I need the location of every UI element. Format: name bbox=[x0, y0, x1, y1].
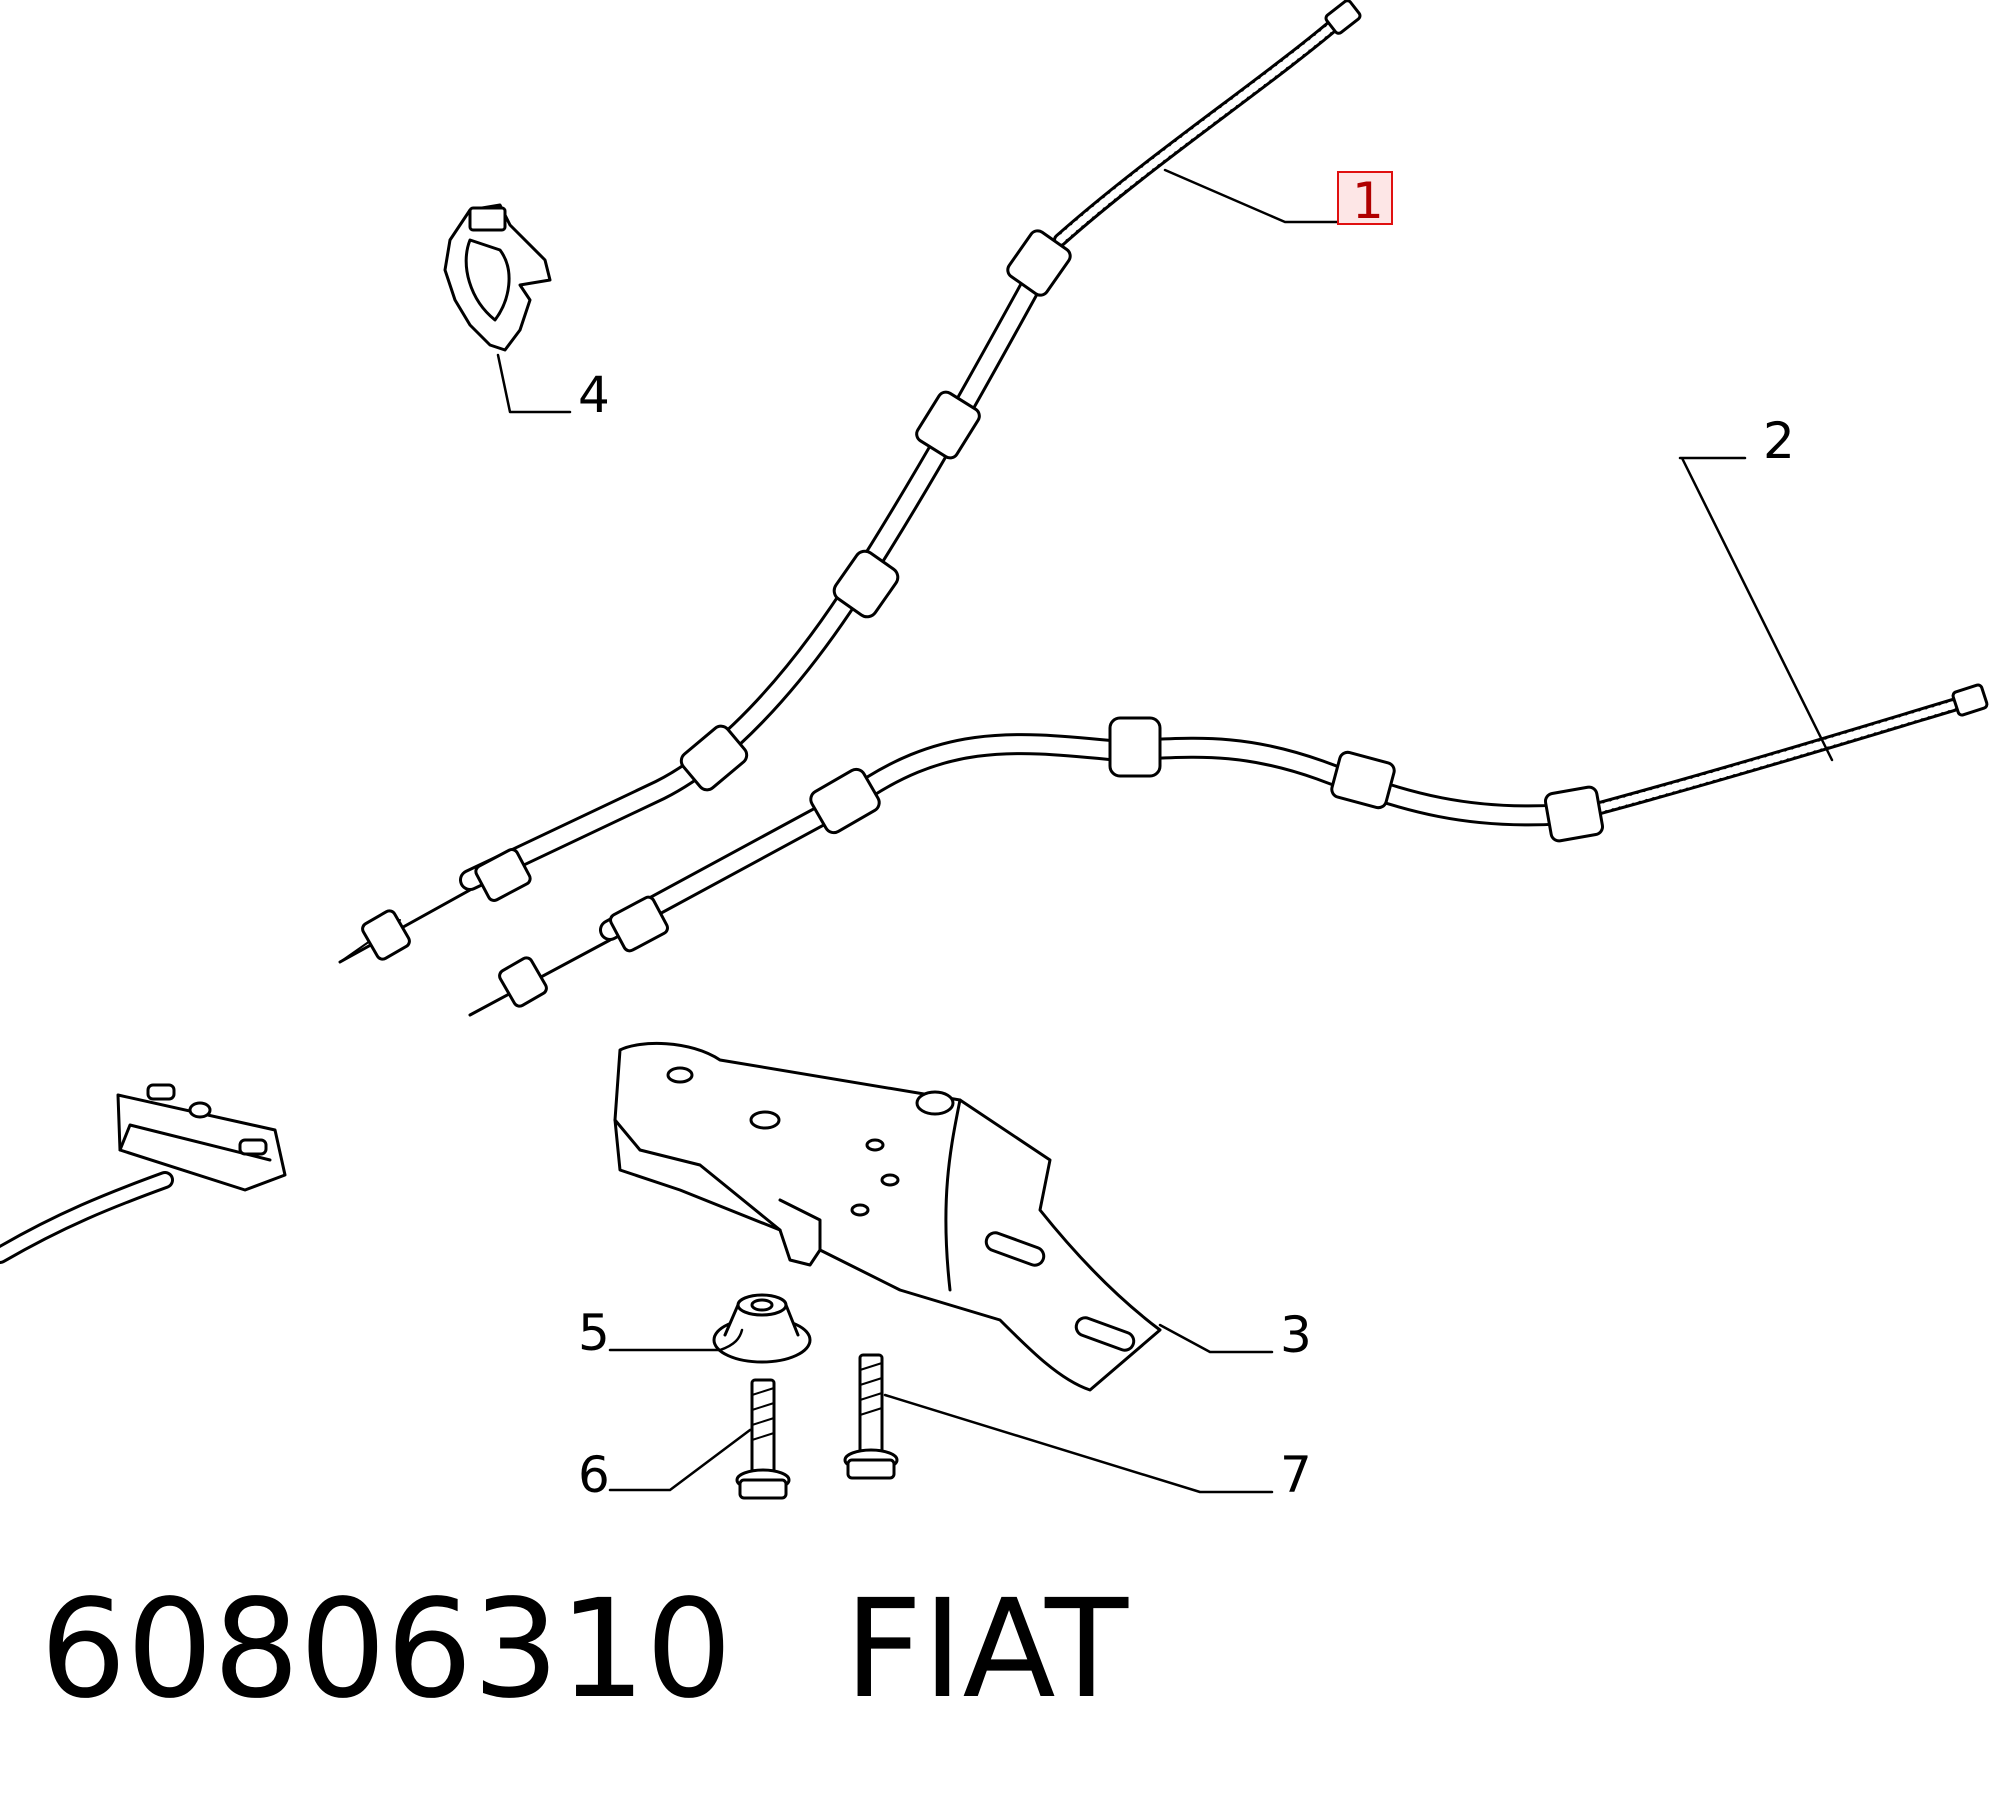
nut-part-5 bbox=[712, 1293, 812, 1364]
bolt-part-6 bbox=[735, 1378, 791, 1500]
callout-6[interactable]: 6 bbox=[578, 1446, 610, 1504]
callout-2[interactable]: 2 bbox=[1763, 412, 1795, 470]
callout-4[interactable]: 4 bbox=[578, 366, 610, 424]
footer-caption: 60806310 FIAT bbox=[40, 1570, 1128, 1730]
cable-2 bbox=[468, 683, 1989, 1017]
bracket-part-3 bbox=[613, 1042, 1162, 1392]
callout-1-highlight bbox=[1337, 171, 1393, 225]
part-number: 60806310 bbox=[40, 1571, 733, 1729]
brand-name: FIAT bbox=[844, 1571, 1129, 1729]
callout-5[interactable]: 5 bbox=[578, 1304, 610, 1362]
bolt-part-7 bbox=[843, 1353, 899, 1480]
cable-connector bbox=[0, 1083, 287, 1264]
callout-3[interactable]: 3 bbox=[1280, 1306, 1312, 1364]
clip-part-4 bbox=[443, 203, 552, 352]
callout-7[interactable]: 7 bbox=[1280, 1446, 1312, 1504]
callout-1[interactable]: 1 bbox=[1352, 172, 1384, 230]
cable-1 bbox=[338, 0, 1362, 964]
leader-lines bbox=[496, 168, 1834, 1494]
